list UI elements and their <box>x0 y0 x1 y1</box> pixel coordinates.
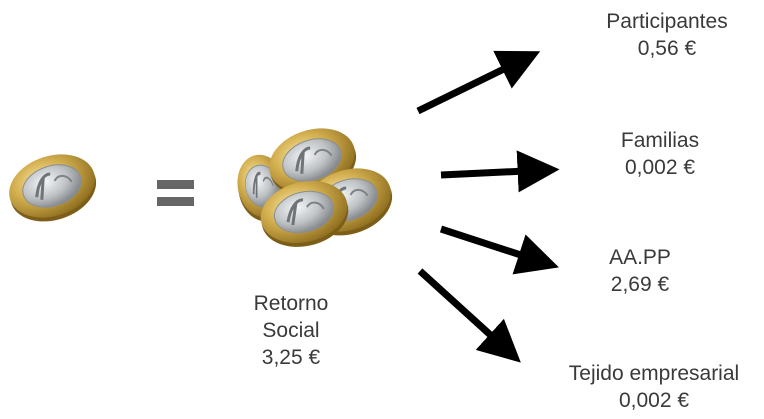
social-return-value: 3,25 € <box>261 346 321 369</box>
recipient-tejido-empresarial: Tejido empresarial 0,002 € <box>546 360 762 414</box>
arrow-to-participantes <box>416 50 541 115</box>
recipient-name: Tejido empresarial <box>568 362 740 385</box>
recipient-participantes: Participantes 0,56 € <box>572 8 762 62</box>
equals-sign-icon <box>157 180 194 206</box>
recipient-value: 0,56 € <box>637 37 697 60</box>
one-euro-coin-icon <box>0 142 106 234</box>
recipient-name: Participantes <box>606 10 728 33</box>
recipient-name: AA.PP <box>609 246 671 269</box>
arrow-to-familias <box>440 150 560 193</box>
recipient-value: 0,002 € <box>618 389 690 412</box>
euro-coin-stack-icon <box>230 116 402 258</box>
recipient-value: 2,69 € <box>610 273 670 296</box>
social-return-label: Retorno Social 3,25 € <box>226 290 356 371</box>
social-return-line1: Retorno <box>253 292 329 315</box>
social-return-line2: Social <box>262 319 320 342</box>
arrow-to-tejido <box>417 268 521 363</box>
recipient-name: Familias <box>620 129 700 152</box>
arrow-to-aapp <box>439 225 559 275</box>
arrows <box>416 50 560 363</box>
recipient-value: 0,002 € <box>624 156 696 179</box>
recipient-aapp: AA.PP 2,69 € <box>570 244 710 298</box>
recipient-familias: Familias 0,002 € <box>560 127 760 181</box>
